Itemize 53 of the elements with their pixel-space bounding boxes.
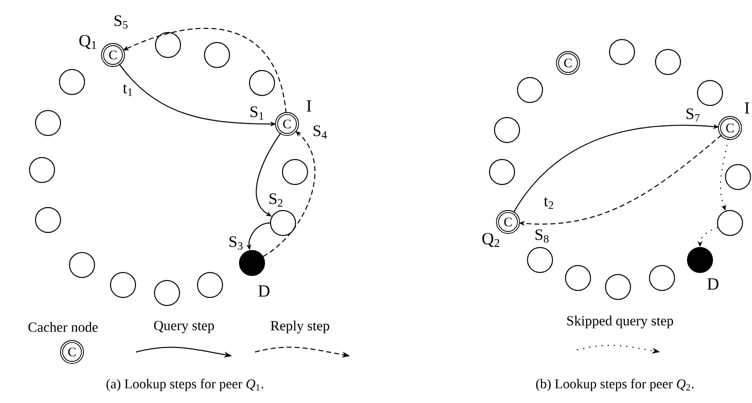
node-label: D <box>707 278 718 290</box>
peer-node <box>197 272 223 298</box>
peer-node <box>649 264 675 291</box>
peer-node <box>249 70 275 96</box>
peer-node <box>527 247 553 273</box>
peer-node <box>29 156 55 183</box>
node-label: Q$_{1}$ <box>79 34 96 49</box>
peer-node <box>717 210 743 236</box>
cacher-node: C <box>556 51 580 75</box>
arrow <box>262 131 316 257</box>
cacher-node: C <box>718 116 742 140</box>
time-label: t$_{1}$ <box>122 84 132 96</box>
time-label: t$_{2}$ <box>544 197 554 209</box>
peer-node <box>725 164 751 190</box>
peer-node <box>517 77 543 103</box>
edge-label: S$_{1}$ <box>250 106 264 120</box>
node-label: I <box>306 100 312 112</box>
peer-node <box>565 264 591 291</box>
node-label: I <box>744 102 750 114</box>
peer-node <box>270 210 296 236</box>
peer-node <box>204 42 230 68</box>
cacher-node: C <box>275 112 299 136</box>
peer-node <box>155 32 181 58</box>
caption: (a) Lookup steps for peer Q$_{1}$. <box>106 378 264 392</box>
edge-label: S$_{2}$ <box>270 193 282 207</box>
peer-node <box>59 69 85 95</box>
peer-node <box>605 274 631 300</box>
peer-node <box>609 39 635 65</box>
peer-node <box>154 280 180 306</box>
peer-node <box>110 272 136 298</box>
peer-node <box>35 110 61 136</box>
legend-text: Reply step <box>270 320 330 334</box>
peer-node <box>655 49 681 75</box>
edge-label: S$_{7}$ <box>686 108 700 122</box>
edge-label: S$_{8}$ <box>536 229 549 243</box>
peer-node <box>489 159 515 185</box>
edge-label: S$_{4}$ <box>314 125 327 139</box>
cacher-node: C <box>496 210 520 234</box>
peer-node <box>35 207 61 233</box>
caption: (b) Lookup steps for peer Q$_{2}$. <box>536 378 694 392</box>
legend-text: Query step <box>154 320 214 334</box>
peer-node <box>494 117 520 143</box>
edge-label: S$_{5}$ <box>114 15 128 29</box>
peer-node <box>697 80 723 106</box>
peer-node <box>282 159 308 185</box>
arrow <box>256 132 282 216</box>
cacher-node: C <box>101 43 125 67</box>
node-label: D <box>258 285 270 297</box>
peer-node <box>69 252 95 278</box>
edge-label: S$_{3}$ <box>230 236 243 250</box>
legend-text: Skipped query step <box>567 316 674 328</box>
legend-text: Cacher node <box>28 322 98 332</box>
node-label: Q$_{2}$ <box>482 232 500 247</box>
